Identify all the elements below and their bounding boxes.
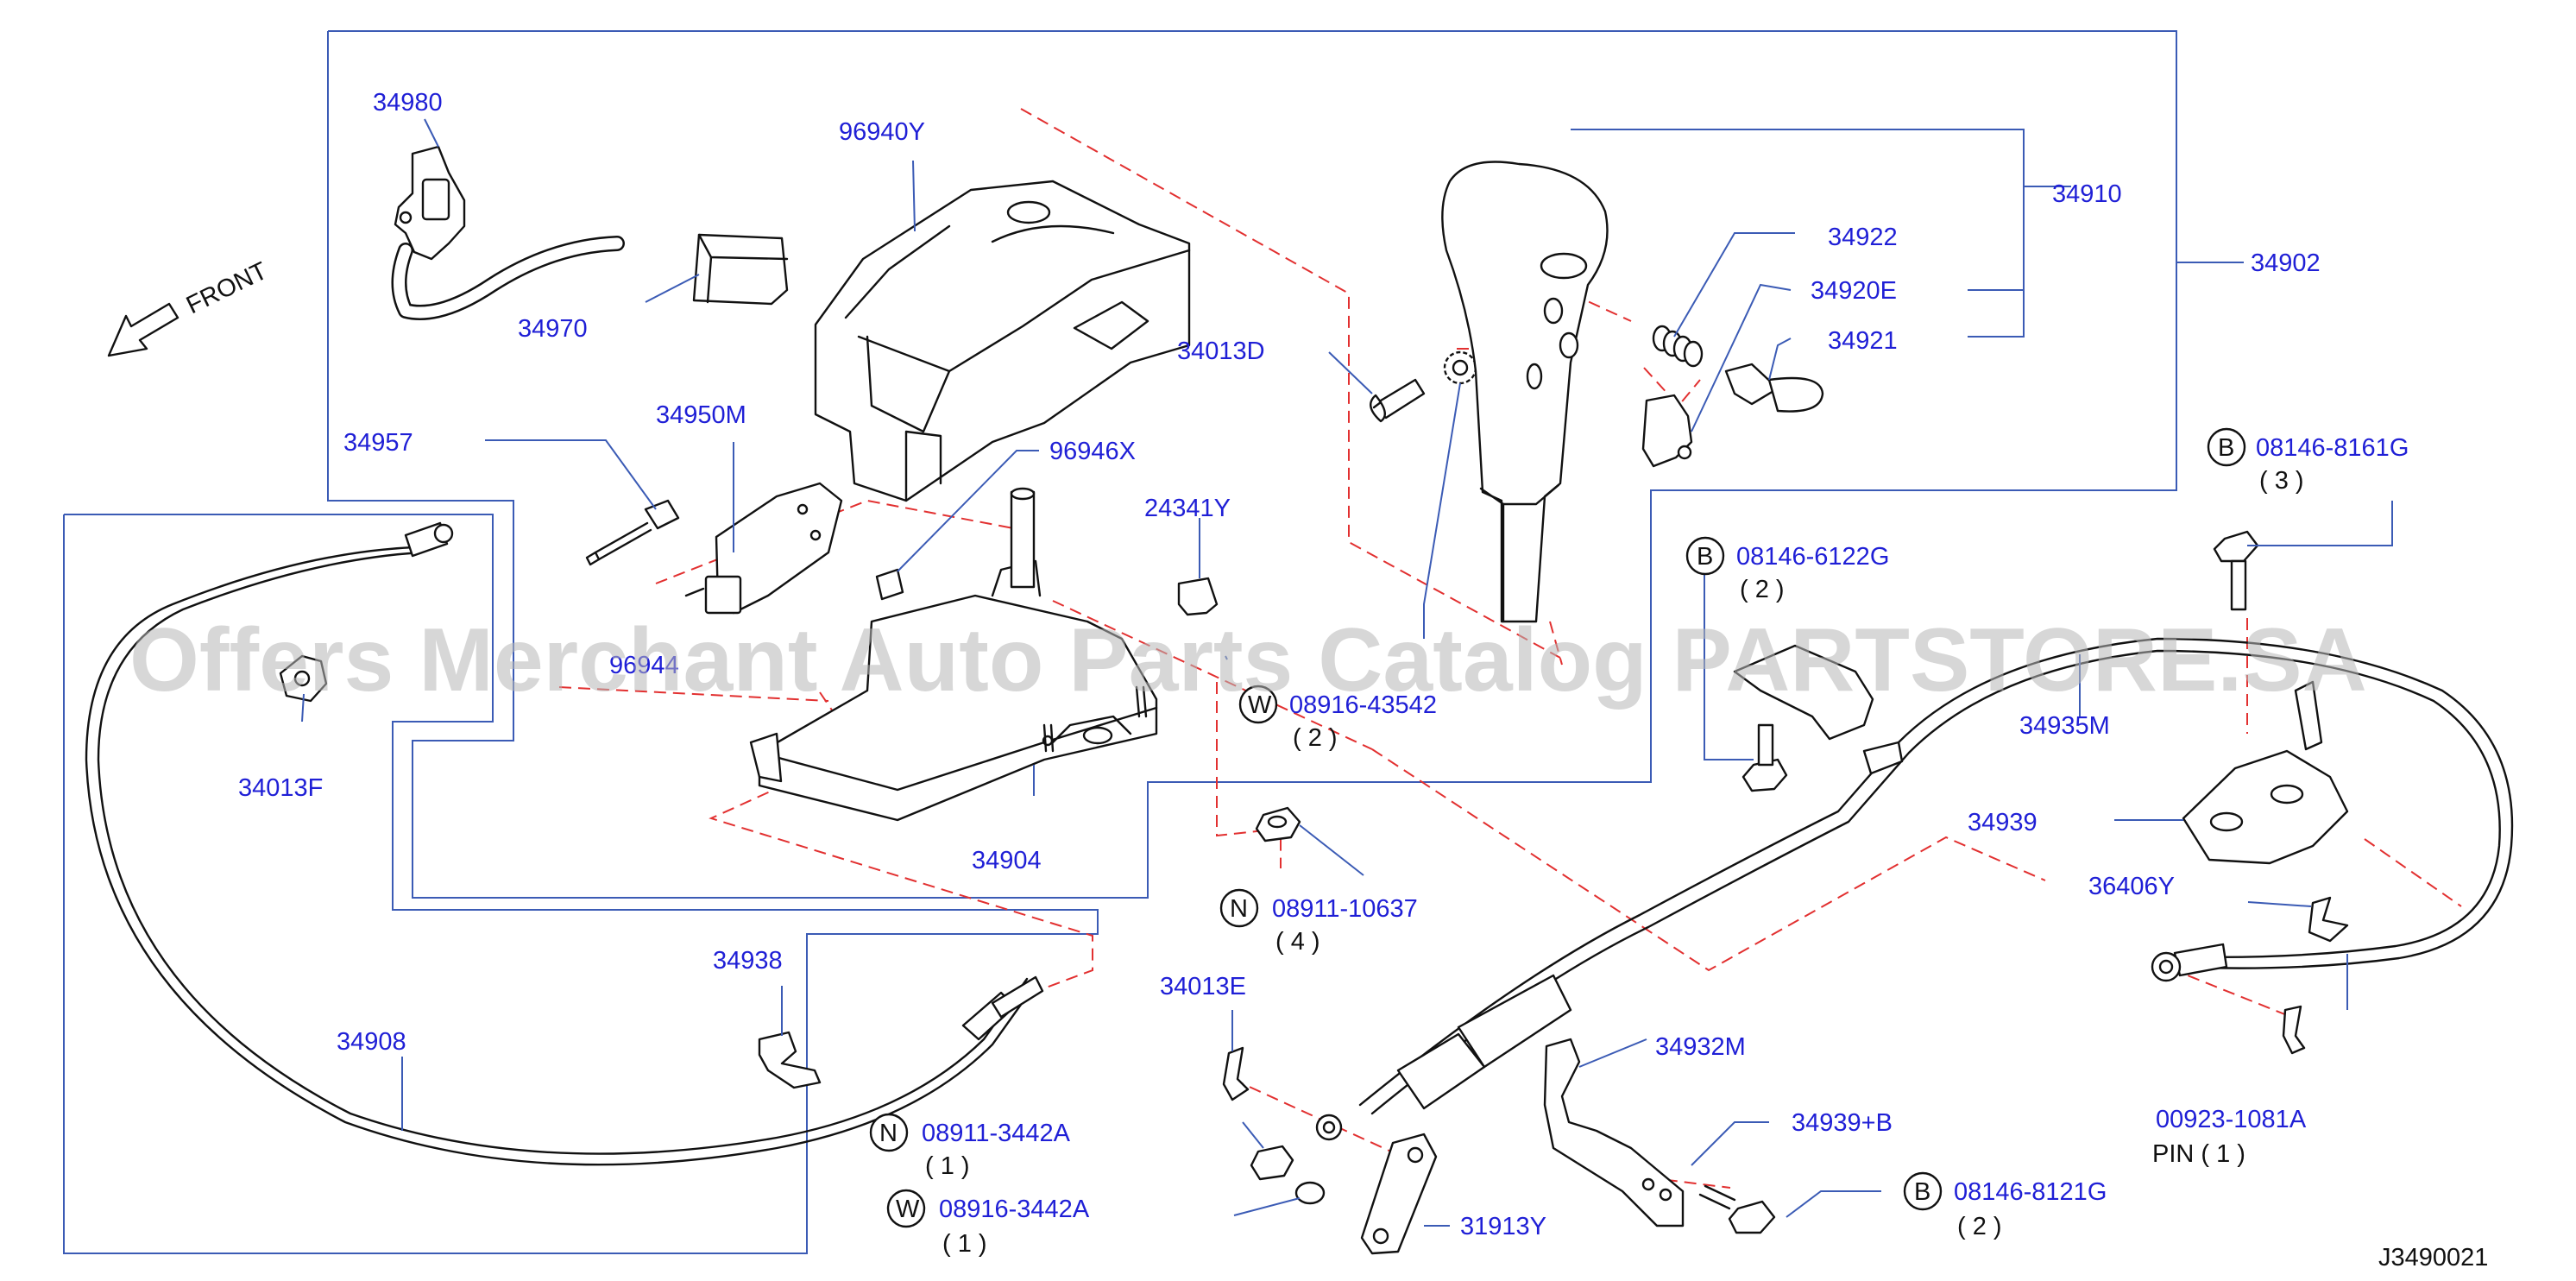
bracket-36406Y-mount — [2182, 680, 2349, 865]
assembly-box-34908 — [63, 514, 1099, 1254]
label-34922: 34922 — [1828, 224, 1898, 251]
qty-08916-3442A: ( 1 ) — [942, 1230, 987, 1258]
label-00923-1081A: 00923-1081A — [2156, 1106, 2307, 1133]
button-34920E — [1641, 394, 1693, 468]
shifter-base-34904 — [749, 487, 1158, 822]
pin-00923-1081A — [2282, 1005, 2306, 1055]
qty-08146-8121G: ( 2 ) — [1957, 1213, 2002, 1240]
badge-w2: W — [896, 1196, 920, 1223]
qty-08916-43542: ( 2 ) — [1293, 724, 1338, 752]
front-label: FRONT — [182, 257, 272, 320]
label-34970: 34970 — [518, 315, 588, 343]
qty-08911-3442A: ( 1 ) — [925, 1152, 970, 1180]
fastener-08911-10637: 08911-10637 — [1272, 895, 1418, 923]
label-34910: 34910 — [2052, 180, 2122, 208]
bolt-08146-8121G — [1698, 1184, 1776, 1234]
cable-34908 — [85, 521, 1044, 1166]
label-34939: 34939 — [1968, 809, 2037, 836]
clip-34938 — [758, 1031, 822, 1089]
part-labels: 34980 96940Y 34970 34957 34950M 96946X 2… — [182, 89, 2488, 1272]
fastener-08916-3442A: 08916-3442A — [939, 1196, 1090, 1223]
label-34935M: 34935M — [2019, 712, 2110, 740]
badge-n2: N — [879, 1120, 898, 1147]
label-34013F: 34013F — [238, 774, 323, 802]
bolt-08146-8161G — [2213, 530, 2259, 611]
badge-b2: B — [1697, 543, 1713, 571]
cable-34935M — [1315, 637, 2514, 1141]
label-34013E: 34013E — [1160, 973, 1246, 1000]
fastener-08146-8121G: 08146-8121G — [1954, 1178, 2107, 1206]
label-pin-qty: PIN ( 1 ) — [2152, 1140, 2245, 1168]
diagram-code: J3490021 — [2378, 1244, 2488, 1272]
label-96940Y: 96940Y — [839, 118, 925, 146]
label-34938: 34938 — [713, 947, 783, 975]
bolt-08146-6122G — [1741, 723, 1788, 792]
fastener-08911-3442A: 08911-3442A — [922, 1120, 1071, 1147]
qty-08911-10637: ( 4 ) — [1275, 928, 1320, 956]
clip-24341Y — [1177, 577, 1219, 616]
label-31913Y: 31913Y — [1460, 1213, 1546, 1240]
qty-08146-8161G: ( 3 ) — [2259, 467, 2304, 495]
lever-31913Y — [1360, 1133, 1438, 1255]
label-36406Y: 36406Y — [2088, 873, 2175, 900]
label-34980: 34980 — [373, 89, 443, 117]
front-arrow-icon — [107, 302, 180, 357]
nut-08911-3442A — [1250, 1145, 1294, 1181]
fastener-08146-6122G: 08146-6122G — [1736, 543, 1889, 571]
leader-lines — [301, 118, 2393, 1227]
bracket-34932M — [1543, 1038, 1685, 1227]
badge-n1: N — [1230, 895, 1248, 923]
sensor-34980 — [391, 145, 625, 320]
fastener-callouts: B 08146-8161G ( 3 ) B 08146-6122G ( 2 ) … — [869, 427, 2409, 1258]
badge-b3: B — [1914, 1178, 1930, 1206]
lock-washer — [1443, 350, 1477, 385]
label-34957: 34957 — [343, 429, 413, 457]
clip-34013F — [279, 654, 328, 703]
clip-36406Y — [2308, 896, 2349, 943]
clip-34013E — [1222, 1046, 1250, 1101]
label-34902: 34902 — [2251, 249, 2321, 277]
label-34920E: 34920E — [1811, 277, 1897, 305]
button-34921 — [1724, 363, 1824, 413]
label-96946X: 96946X — [1049, 438, 1136, 465]
fastener-08146-8161G: 08146-8161G — [2256, 434, 2409, 462]
badge-b1: B — [2218, 434, 2234, 462]
label-34904: 34904 — [972, 847, 1042, 874]
label-34950M: 34950M — [656, 401, 746, 429]
qty-08146-6122G: ( 2 ) — [1740, 576, 1785, 603]
label-34939B: 34939+B — [1792, 1109, 1893, 1137]
label-34013D: 34013D — [1177, 338, 1265, 365]
badge-w1: W — [1248, 691, 1272, 719]
fastener-08916-43542: 08916-43542 — [1289, 691, 1437, 719]
label-34932M: 34932M — [1655, 1033, 1746, 1061]
clip-96946X — [875, 568, 904, 601]
label-96944: 96944 — [609, 652, 679, 679]
cap-34970 — [692, 233, 789, 306]
assembly-box-34902 — [327, 30, 2177, 899]
label-24341Y: 24341Y — [1144, 495, 1231, 522]
screw-34013D — [1370, 378, 1426, 423]
label-34921: 34921 — [1828, 327, 1898, 355]
spring-34922 — [1652, 325, 1704, 368]
shift-knob-34910 — [1441, 161, 1609, 623]
indicator-cover-96940Y — [814, 180, 1191, 502]
watermark: Offers Merchant Auto Parts Catalog PARTS… — [129, 610, 2367, 710]
washer-08916-3442A — [1294, 1181, 1326, 1205]
pin-34957 — [585, 499, 680, 566]
nut-08911-10637 — [1255, 806, 1301, 842]
label-34908: 34908 — [337, 1028, 406, 1056]
bracket-34950M — [684, 482, 843, 615]
